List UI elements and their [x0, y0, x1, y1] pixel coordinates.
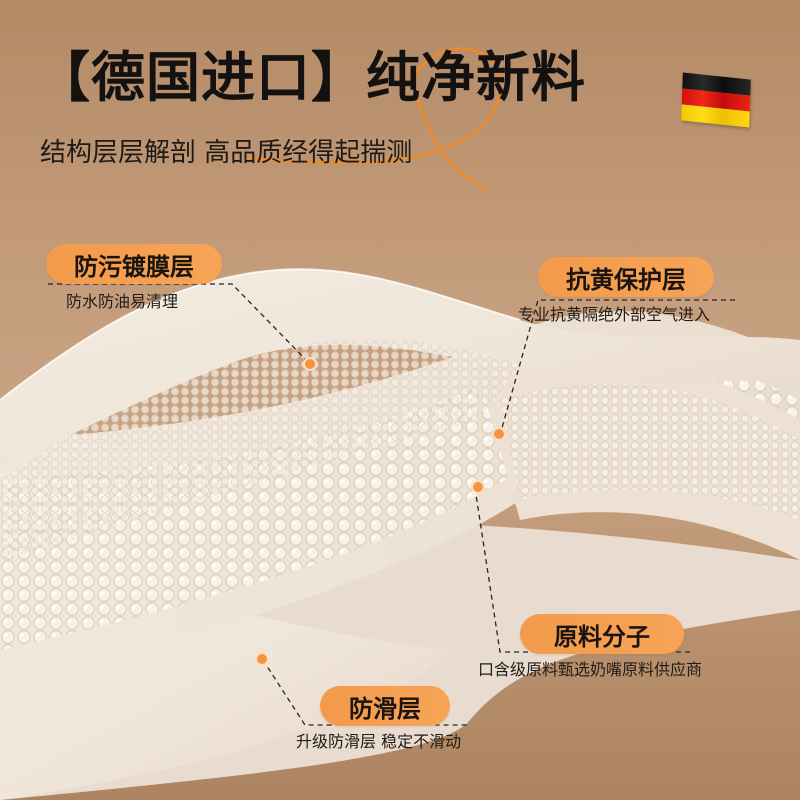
- callout-desc-coating-layer: 防水防油易清理: [66, 292, 179, 311]
- callout-desc-anti-yellow-layer: 专业抗黄隔绝外部空气进入: [518, 305, 711, 324]
- callout-desc-anti-slip-layer: 升级防滑层 稳定不滑动: [296, 732, 462, 751]
- subheadline: 结构层层解剖 高品质经得起揣测: [40, 138, 413, 168]
- headline: 【德国进口】纯净新料: [36, 46, 586, 109]
- marker-dot-icon: [492, 427, 506, 441]
- leader-line-coating: [48, 283, 311, 365]
- callout-desc-raw-material: 口含级原料甄选奶嘴原料供应商: [478, 660, 703, 679]
- marker-dot-icon: [255, 652, 269, 666]
- callout-title-anti-slip-layer: 防滑层: [320, 686, 450, 726]
- callout-title-anti-yellow-layer: 抗黄保护层: [538, 257, 714, 297]
- marker-dot-icon: [471, 480, 485, 494]
- leader-line-anti-yellow: [499, 299, 735, 436]
- marker-dot-icon: [303, 357, 317, 371]
- callout-title-coating-layer: 防污镀膜层: [46, 244, 222, 284]
- germany-flag-icon: [681, 72, 751, 128]
- callout-title-raw-material: 原料分子: [520, 614, 684, 654]
